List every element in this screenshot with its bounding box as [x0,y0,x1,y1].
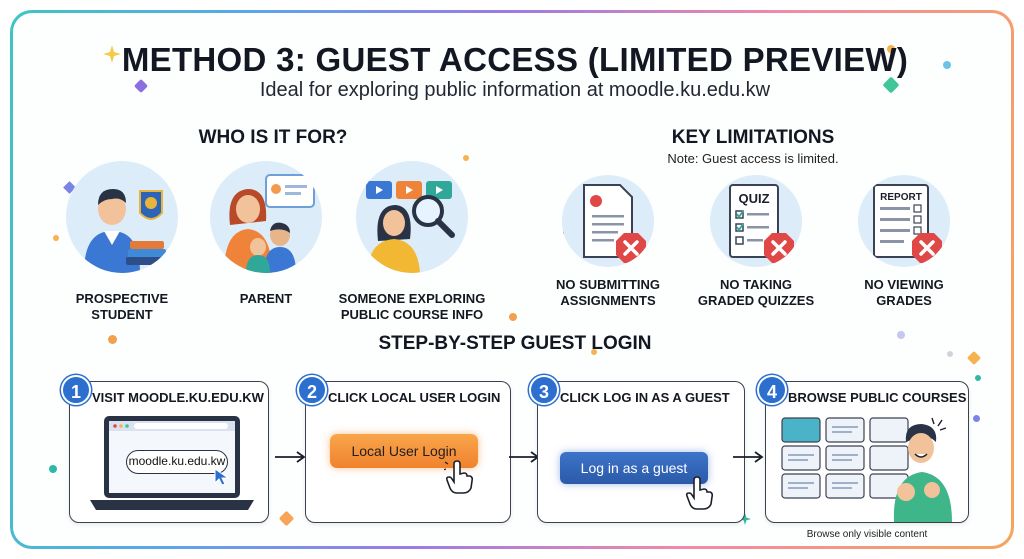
deco-dot [897,331,905,339]
url-field[interactable]: moodle.ku.edu.kw [126,450,228,474]
cursor-icon [214,468,230,486]
sparkle-icon [739,513,751,525]
persona-label: PROSPECTIVE STUDENT [75,291,169,322]
student-icon [66,161,178,273]
step-card-3: CLICK LOG IN AS A GUEST Log in as a gues… [537,381,745,523]
limit-no-quizzes: QUIZ NO TAKING GRADED QUIZZES [681,175,831,309]
deco-dot [53,235,59,241]
hand-pointer-icon [444,460,474,494]
parent-icon [210,161,322,273]
deco-dot [49,465,57,473]
step-number: 3 [529,375,559,405]
deco-dot [947,351,953,357]
deco-dot [975,375,981,381]
course-grid-icon [781,417,909,499]
local-user-login-button[interactable]: Local User Login [330,434,478,468]
step-title: BROWSE PUBLIC COURSES [788,390,967,405]
persona-label: SOMEONE EXPLORING PUBLIC COURSE INFO [338,291,486,322]
deco-dot [591,349,597,355]
deco-dot [108,335,117,344]
arrow-right-icon [275,451,306,463]
limit-label: NO SUBMITTING ASSIGNMENTS [556,277,660,308]
deco-diamond [966,350,982,366]
deco-dot [509,313,517,321]
quiz-blocked-icon: QUIZ [710,175,802,267]
svg-text:REPORT: REPORT [880,192,922,203]
persona-parent: PARENT [191,161,341,307]
gradient-frame: METHOD 3: GUEST ACCESS (LIMITED PREVIEW)… [10,10,1014,549]
persona-prospective-student: PROSPECTIVE STUDENT [47,161,197,323]
infographic-canvas: METHOD 3: GUEST ACCESS (LIMITED PREVIEW)… [13,13,1011,546]
deco-dot [463,155,469,161]
step-caption: Browse only visible content [806,529,928,540]
sparkle-icon [103,45,121,63]
deco-dot [973,415,980,422]
limit-no-grades: REPORT NO VIEWING GRADES [829,175,979,309]
svg-text:QUIZ: QUIZ [738,191,769,206]
step-card-4: BROWSE PUBLIC COURSES [765,381,969,523]
limit-label: NO TAKING GRADED QUIZZES [697,277,815,308]
who-heading: WHO IS IT FOR? [198,127,348,148]
deco-dot [887,45,895,53]
step-title: VISIT MOODLE.KU.EDU.KW [92,390,264,405]
excited-person-icon [893,417,952,522]
step-number: 4 [757,375,787,405]
log-in-as-guest-button[interactable]: Log in as a guest [560,452,708,484]
step-title: CLICK LOCAL USER LOGIN [328,390,501,405]
step-card-2: CLICK LOCAL USER LOGIN Local User Login [305,381,511,523]
explorer-icon [356,161,468,273]
hand-pointer-icon [685,476,714,510]
steps-heading: STEP-BY-STEP GUEST LOGIN [378,333,652,354]
report-blocked-icon: REPORT [858,175,950,267]
deco-diamond [278,510,295,527]
step-number: 1 [61,375,91,405]
document-blocked-icon [562,175,654,267]
limit-no-submitting: NO SUBMITTING ASSIGNMENTS [533,175,683,309]
step-card-1: VISIT MOODLE.KU.EDU.KW moodle.ku.edu.kw [69,381,269,523]
deco-dot [943,61,951,69]
limit-label: NO VIEWING GRADES [864,277,944,308]
page-subtitle: Ideal for exploring public information a… [259,79,771,101]
limits-note: Note: Guest access is limited. [667,151,839,166]
persona-label: PARENT [239,291,293,306]
page-title: METHOD 3: GUEST ACCESS (LIMITED PREVIEW) [121,41,909,78]
persona-explorer: SOMEONE EXPLORING PUBLIC COURSE INFO [337,161,487,323]
step-title: CLICK LOG IN AS A GUEST [560,390,730,405]
limits-heading: KEY LIMITATIONS [671,127,835,148]
arrow-right-icon [733,451,764,463]
step-number: 2 [297,375,327,405]
